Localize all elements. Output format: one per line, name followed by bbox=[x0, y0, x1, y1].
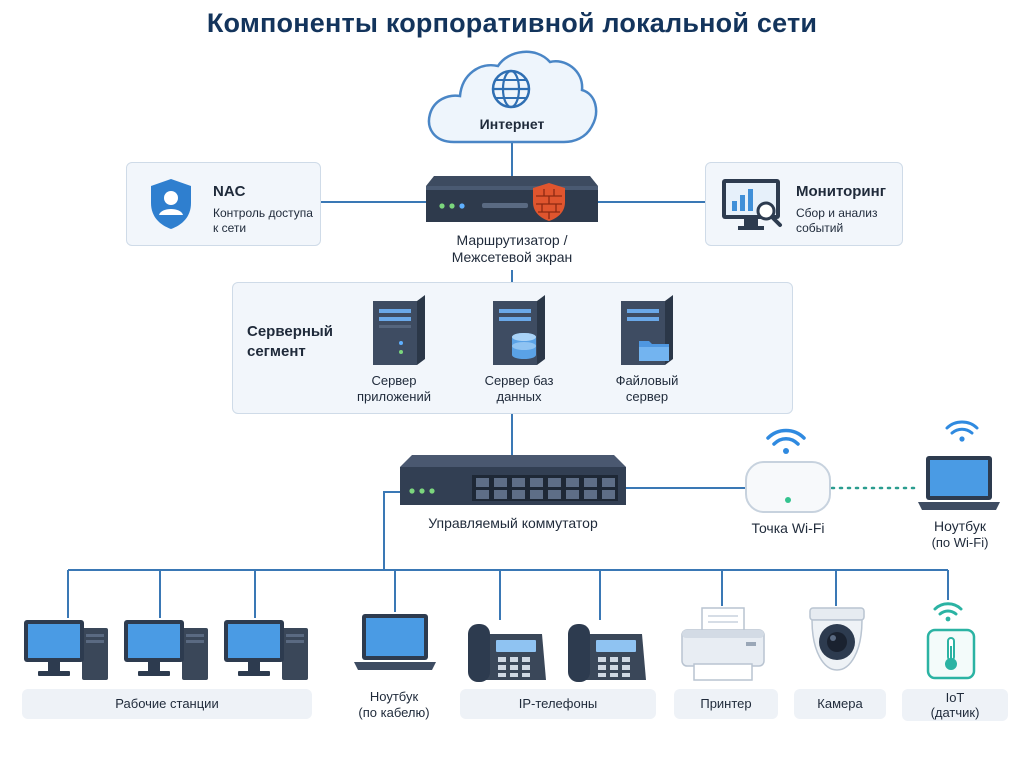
router-label-line1: Маршрутизатор / bbox=[456, 232, 568, 248]
ip-phones-label: IP-телефоны bbox=[460, 689, 656, 719]
server-segment-title-line2: сегмент bbox=[247, 343, 306, 360]
wifi-signal-icon bbox=[944, 418, 980, 449]
monitoring-desc-line2: событий bbox=[796, 221, 844, 235]
firewall-icon bbox=[532, 182, 566, 227]
ip-phone bbox=[466, 620, 546, 684]
nac-desc-line2: к сети bbox=[213, 221, 247, 235]
ip-phone bbox=[566, 620, 646, 684]
server-segment-title-line1: Серверный bbox=[247, 323, 333, 340]
db-server-label-line2: данных bbox=[496, 389, 542, 404]
wifi-laptop-label-line1: Ноутбук bbox=[934, 518, 986, 534]
workstation bbox=[122, 618, 210, 680]
server-segment-panel: Серверный сегмент bbox=[232, 282, 793, 414]
workstations-label: Рабочие станции bbox=[22, 689, 312, 719]
laptop-cable-label-line2: (по кабелю) bbox=[358, 705, 430, 720]
printer bbox=[680, 606, 766, 682]
monitoring-title: Мониторинг bbox=[796, 183, 886, 200]
printer-label: Принтер bbox=[674, 689, 778, 719]
internet-label: Интернет bbox=[479, 116, 545, 132]
app-server-label-line1: Сервер bbox=[371, 373, 417, 388]
monitor-analytics-icon bbox=[720, 177, 784, 240]
laptop-cable-label-line1: Ноутбук bbox=[369, 689, 419, 704]
shield-user-icon bbox=[149, 177, 193, 236]
wifi-ap-label: Точка Wi-Fi bbox=[751, 520, 825, 536]
globe-icon bbox=[490, 68, 532, 115]
app-server-label-line2: приложений bbox=[357, 389, 431, 404]
monitoring-desc-line1: Сбор и анализ bbox=[796, 206, 878, 220]
internet-cloud: Интернет bbox=[424, 44, 600, 148]
file-server-icon bbox=[617, 295, 677, 372]
wifi-access-point bbox=[744, 460, 832, 514]
nac-desc-line1: Контроль доступа bbox=[213, 206, 313, 220]
nac-title: NAC bbox=[213, 183, 246, 200]
wifi-signal-icon bbox=[932, 600, 964, 629]
wifi-signal-icon bbox=[764, 426, 808, 461]
app-server-icon bbox=[369, 295, 429, 372]
db-server-label-line1: Сервер баз bbox=[484, 373, 554, 388]
workstation bbox=[222, 618, 310, 680]
workstation bbox=[22, 618, 110, 680]
iot-sensor bbox=[926, 628, 976, 680]
iot-label-line2: (датчик) bbox=[930, 705, 980, 720]
file-server-label-line1: Файловый bbox=[615, 373, 679, 388]
laptop-wifi bbox=[918, 454, 1000, 514]
managed-switch bbox=[400, 455, 626, 507]
camera-label: Камера bbox=[794, 689, 886, 719]
wifi-laptop-label-line2: (по Wi-Fi) bbox=[931, 535, 989, 550]
file-server-label-line2: сервер bbox=[625, 389, 669, 404]
iot-label-box bbox=[902, 689, 1008, 721]
monitoring-panel: Мониторинг Сбор и анализ событий bbox=[705, 162, 903, 246]
router-firewall bbox=[426, 176, 598, 226]
router-label-line2: Межсетевой экран bbox=[451, 249, 573, 265]
iot-label-line1: IoT bbox=[945, 690, 965, 705]
switch-label: Управляемый коммутатор bbox=[428, 515, 598, 531]
camera bbox=[806, 606, 868, 678]
database-server-icon bbox=[489, 295, 549, 372]
laptop-cable bbox=[354, 612, 436, 674]
page-title: Компоненты корпоративной локальной сети bbox=[206, 8, 818, 38]
nac-panel: NAC Контроль доступа к сети bbox=[126, 162, 321, 246]
